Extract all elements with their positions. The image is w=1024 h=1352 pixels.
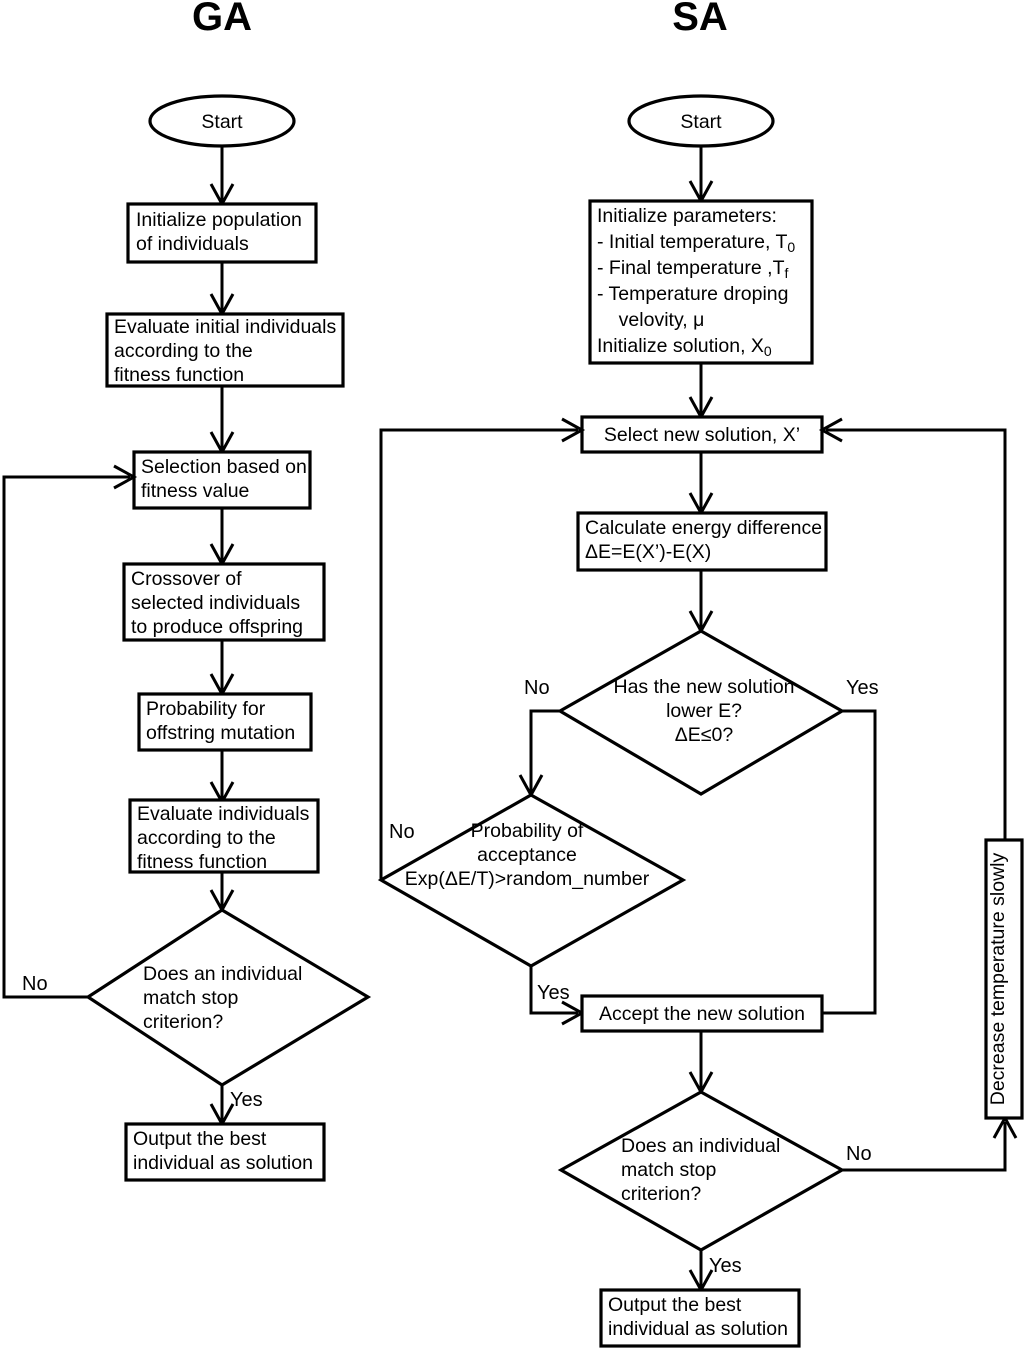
ga-output-node (124, 1122, 326, 1182)
sa-edge-lower-e-yes (800, 709, 877, 1015)
column-title-sa: SA (672, 0, 728, 39)
sa-edge-probability-yes (529, 966, 578, 1015)
sa-lower-e-decision-node (556, 629, 846, 796)
column-title-ga: GA (192, 0, 252, 39)
sa-select-new-node (580, 415, 824, 454)
sa-calc-energy-node (576, 511, 828, 572)
ga-init-population-line-1: of individuals (136, 233, 249, 255)
ga-evaluate-individuals-line-0: Evaluate individuals (137, 803, 310, 825)
sa-calc-energy-line-0: Calculate energy difference (585, 517, 822, 539)
sa-lower-e-line-2: ΔE≤0? (675, 724, 734, 746)
sa-init-parameters-line-4: velovity, μ (597, 309, 704, 331)
sa-lower-e-line-0: Has the new solution (613, 676, 794, 698)
ga-init-population-line-0: Initialize population (136, 209, 302, 231)
ga-evaluate-initial-line-0: Evaluate initial individuals (114, 316, 336, 338)
sa-output-line-1: individual as solution (608, 1318, 788, 1340)
ga-output-line-0: Output the best (133, 1128, 267, 1150)
sa-init-parameters-line-5: Initialize solution, X0 (597, 335, 772, 359)
sa-decrease-temperature-label: Decrease temperature slowly (987, 852, 1009, 1105)
sa-output-node (599, 1288, 801, 1348)
ga-evaluate-initial-line-1: according to the (114, 340, 253, 362)
sa-arrowhead-select-from-temp (818, 417, 843, 443)
ga-evaluate-initial-line-2: fitness function (114, 364, 244, 386)
sa-probability-line-1: acceptance (477, 844, 577, 866)
ga-mutation-line-0: Probability for (146, 698, 266, 720)
sa-init-parameters-line-1: - Initial temperature, T0 (597, 231, 795, 255)
sa-stop-decision-line-2: criterion? (621, 1183, 701, 1205)
sa-start-label: Start (680, 111, 722, 133)
sa-calc-energy-line-1: ΔE=E(X’)-E(X) (585, 541, 711, 563)
ga-arrowhead-selection-loop (113, 464, 138, 490)
ga-edge-label-stop-yes: Yes (230, 1089, 263, 1111)
ga-crossover-line-0: Crossover of (131, 568, 242, 590)
sa-probability-line-0: Probability of (471, 820, 584, 842)
sa-init-parameters-line-2: - Final temperature ,Tf (597, 257, 788, 281)
sa-edge-stop-no (842, 1122, 1007, 1172)
sa-accept-line-0: Accept the new solution (599, 1003, 805, 1025)
sa-init-parameters-line-3: - Temperature droping (597, 283, 789, 305)
ga-selection-line-0: Selection based on (141, 456, 307, 478)
ga-evaluate-individuals-line-2: fitness function (137, 851, 267, 873)
ga-mutation-node (137, 692, 313, 752)
ga-start-label: Start (201, 111, 243, 133)
sa-select-new-line-0: Select new solution, X’ (604, 424, 800, 446)
sa-edge-label-stop-no: No (846, 1143, 872, 1165)
ga-mutation-line-1: offstring mutation (146, 722, 295, 744)
sa-edge-label-stop-yes: Yes (709, 1255, 742, 1277)
ga-crossover-line-2: to produce offspring (131, 616, 303, 638)
ga-crossover-node (122, 562, 326, 642)
sa-edge-label-lower-e-no: No (524, 677, 550, 699)
sa-init-parameters-line-0: Initialize parameters: (597, 205, 777, 227)
sa-stop-decision-line-0: Does an individual (621, 1135, 780, 1157)
ga-evaluate-initial-node (105, 312, 345, 388)
sa-stop-decision-line-1: match stop (621, 1159, 717, 1181)
sa-lower-e-line-1: lower E? (666, 700, 742, 722)
sa-edge-label-probability-yes: Yes (537, 982, 570, 1004)
ga-edge-stop-no-loop (2, 475, 130, 999)
ga-edge-label-stop-no: No (22, 973, 48, 995)
ga-output-line-1: individual as solution (133, 1152, 313, 1174)
sa-arrowhead-select-loop (561, 417, 586, 443)
ga-stop-decision-line-0: Does an individual (143, 963, 302, 985)
sa-edge-probability-no (379, 428, 578, 880)
sa-probability-line-2: Exp(ΔE/T)>random_number (405, 868, 650, 890)
sa-edge-label-probability-no: No (389, 821, 415, 843)
ga-stop-decision-line-2: criterion? (143, 1011, 223, 1033)
sa-edge-label-lower-e-yes: Yes (846, 677, 879, 699)
sa-edge-lower-e-no (529, 709, 560, 793)
sa-edge-decrease-to-select (826, 428, 1007, 840)
ga-crossover-line-1: selected individuals (131, 592, 300, 614)
ga-init-population-node (126, 202, 318, 264)
sa-init-parameters-node (588, 199, 814, 365)
ga-stop-decision-line-1: match stop (143, 987, 239, 1009)
ga-selection-line-1: fitness value (141, 480, 249, 502)
ga-evaluate-individuals-node (128, 798, 320, 874)
ga-evaluate-individuals-line-1: according to the (137, 827, 276, 849)
sa-output-line-0: Output the best (608, 1294, 742, 1316)
